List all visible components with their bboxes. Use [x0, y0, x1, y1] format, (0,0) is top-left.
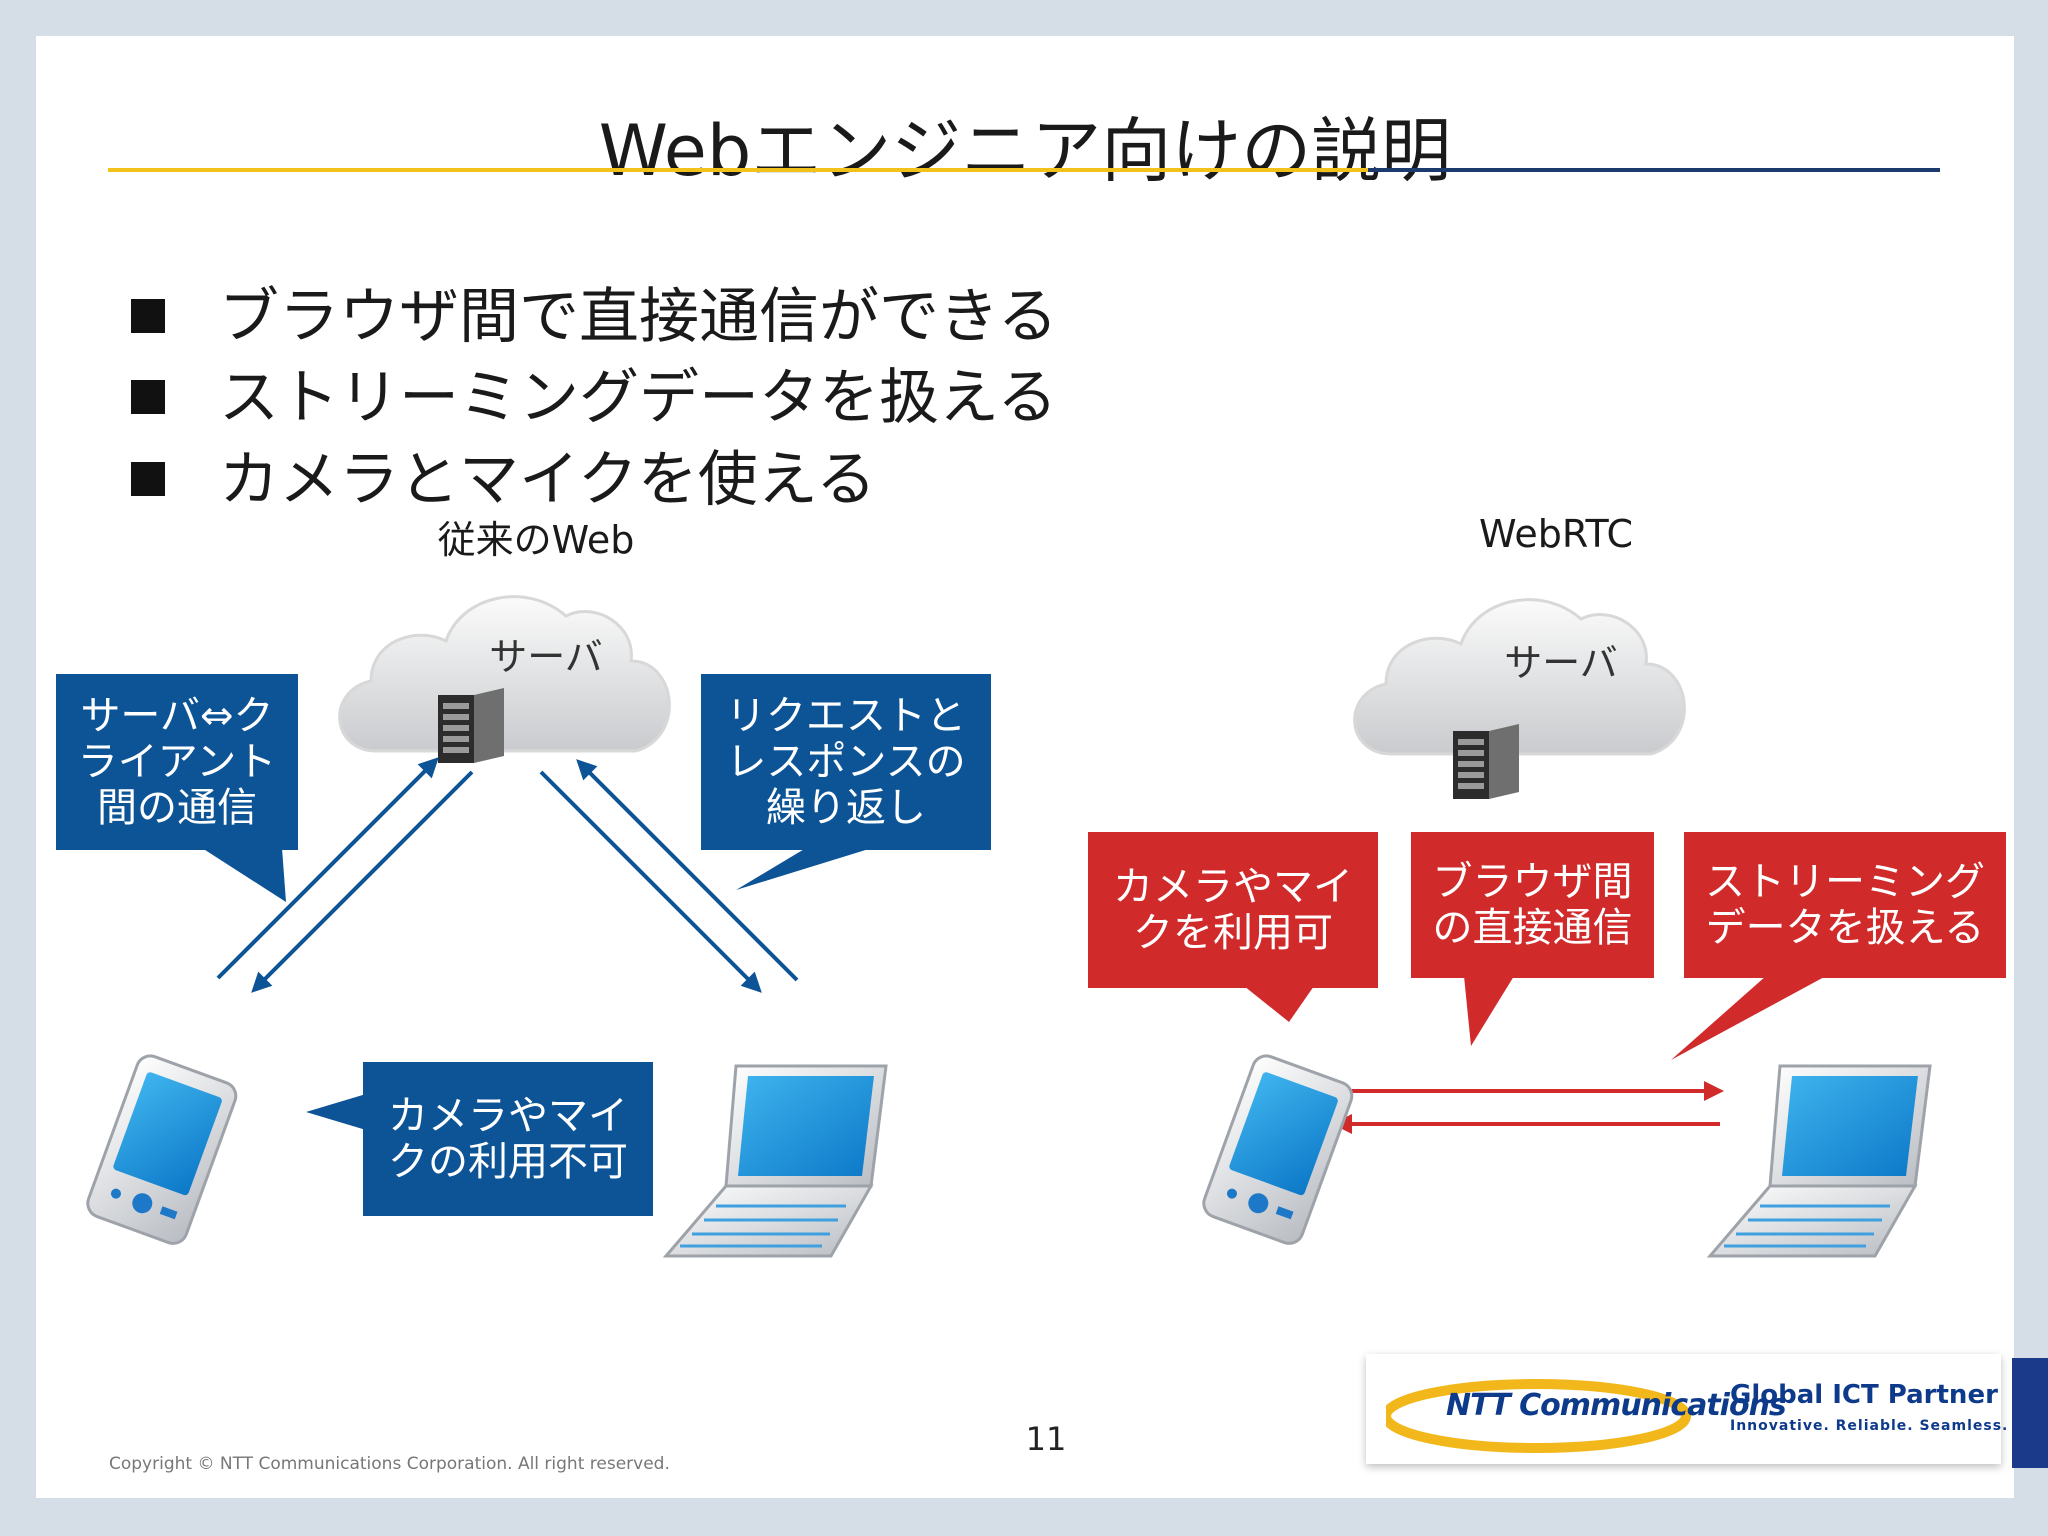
edge-tab: [2012, 1358, 2048, 1468]
callout-media-available: カメラやマイ クを利用可: [1088, 832, 1378, 988]
server-label: サーバ: [489, 635, 603, 679]
company-logo-card: NTT Communications Global ICT Partner In…: [1366, 1354, 2007, 1464]
arrow-request-response: [539, 759, 799, 993]
server-icon: [438, 688, 504, 763]
ntt-logo-icon: [1386, 1379, 1691, 1453]
smartphone-icon: [1202, 1054, 1354, 1245]
callout-media-unavailable: カメラやマイ クの利用不可: [363, 1062, 653, 1216]
bullet-item: ブラウザ間で直接通信ができる: [131, 277, 1058, 357]
smartphone-icon: [86, 1054, 238, 1245]
cloud-icon: [1353, 598, 1686, 756]
arrow-peer-to-peer: [1332, 1081, 1724, 1134]
company-name: NTT Communications: [1446, 1388, 1787, 1423]
slide-title: Webエンジニア向けの説明: [598, 110, 1452, 192]
arrow-client-server: [216, 757, 474, 993]
callout-tail: [1464, 976, 1514, 1046]
callout-direct-communication: ブラウザ間 の直接通信: [1411, 832, 1654, 978]
tagline: Innovative. Reliable. Seamless.: [1730, 1418, 2009, 1434]
server-label: サーバ: [1504, 641, 1618, 685]
laptop-icon: [1706, 1064, 1932, 1258]
server-icon: [1453, 724, 1519, 799]
bullet-square-icon: [131, 462, 165, 497]
bullet-square-icon: [131, 380, 165, 415]
callout-tail: [202, 848, 286, 902]
copyright-text: Copyright © NTT Communications Corporati…: [109, 1454, 670, 1474]
page-number: 11: [1025, 1420, 1067, 1458]
bullet-square-icon: [131, 299, 165, 334]
bullet-item: カメラとマイクを使える: [131, 440, 876, 520]
title-rule: [108, 168, 1940, 172]
diagram-label-traditional: 従来のWeb: [437, 518, 635, 562]
callout-tail: [736, 848, 872, 890]
callout-tail: [1671, 976, 1826, 1060]
cloud-icon: [338, 595, 671, 753]
bullet-item: ストリーミングデータを扱える: [131, 358, 1057, 438]
callout-request-response: リクエストと レスポンスの 繰り返し: [701, 674, 991, 850]
diagram-graphics: [86, 595, 1932, 1258]
partner-slogan: Global ICT Partner: [1730, 1380, 1998, 1410]
slide: Webエンジニア向けの説明 ブラウザ間で直接通信ができる ストリーミングデータを…: [36, 36, 2014, 1498]
callout-streaming: ストリーミング データを扱える: [1684, 832, 2006, 978]
callout-client-server: サーバ⇔ク ライアント 間の通信: [56, 674, 298, 850]
callout-tail: [1244, 986, 1314, 1022]
laptop-icon: [662, 1064, 888, 1258]
callout-tail: [306, 1094, 366, 1130]
diagram-label-webrtc: WebRTC: [1478, 512, 1633, 556]
